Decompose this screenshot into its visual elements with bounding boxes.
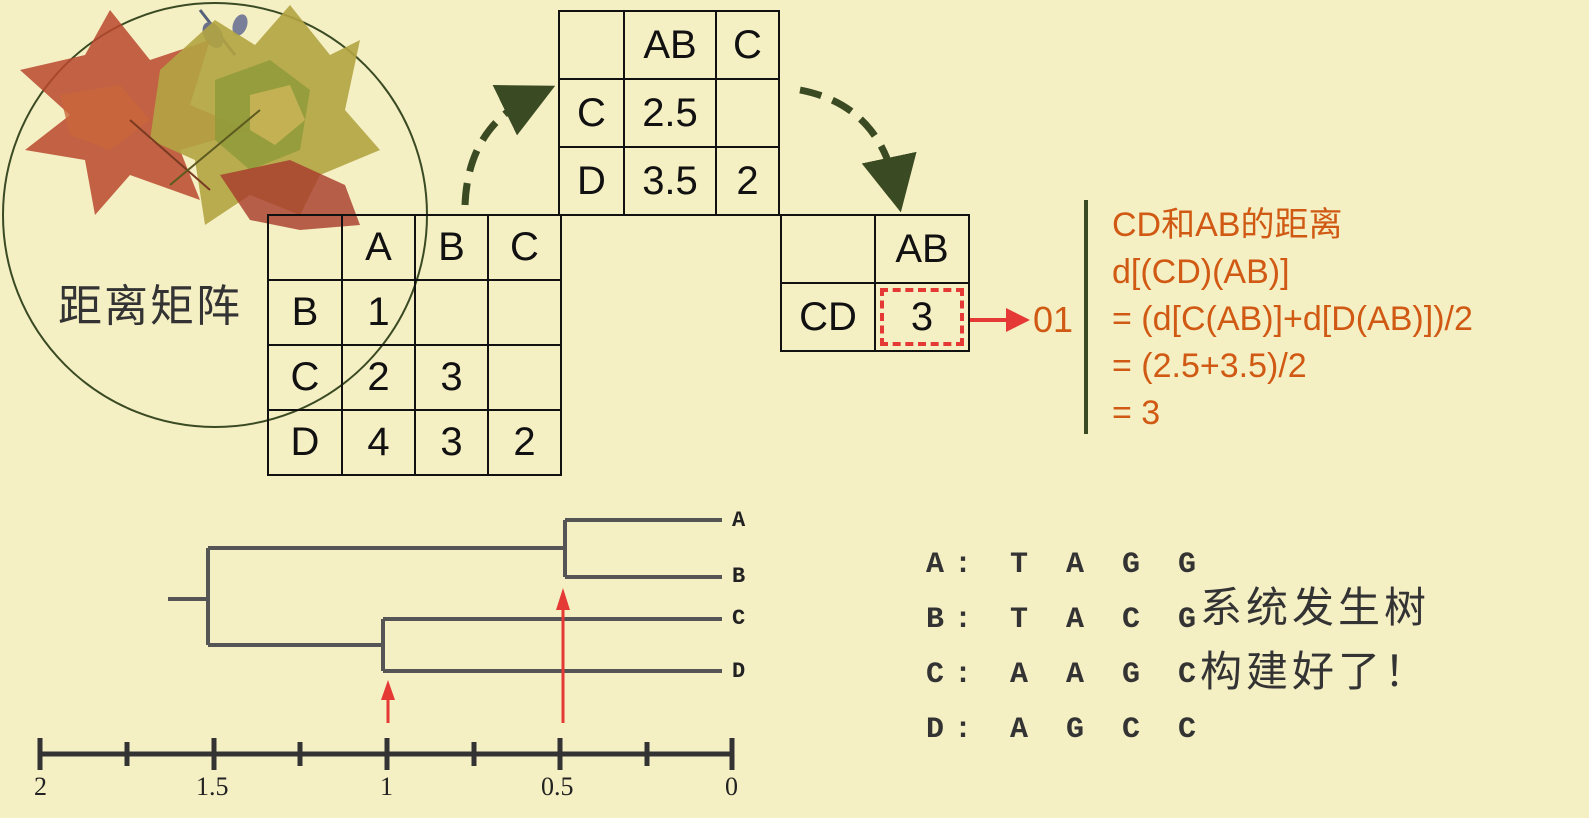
leaf-label-c: C <box>732 606 746 631</box>
page-title: 距离矩阵 <box>58 281 242 332</box>
sequence-row: D: A G C C <box>926 703 1206 758</box>
sequence-label: C: <box>926 658 983 692</box>
matrix-header-row: AB <box>780 214 970 284</box>
matrix-row: D 3.5 2 <box>558 146 780 216</box>
formula-block: CD和AB的距离 d[(CD)(AB)] = (d[C(AB)]+d[D(AB)… <box>1112 202 1473 437</box>
matrix-row: CD 3 <box>780 282 970 352</box>
matrix-cell <box>780 214 876 284</box>
matrix-cell: 3.5 <box>623 146 717 216</box>
distance-matrix-3: AB CD 3 <box>780 214 970 352</box>
sequence-value: T A C G <box>1010 603 1207 637</box>
distance-matrix-2: AB C C 2.5 D 3.5 2 <box>558 10 780 216</box>
matrix-cell <box>487 279 562 346</box>
sequence-row: C: A A G C <box>926 648 1206 703</box>
matrix-cell <box>558 10 625 80</box>
matrix-cell: D <box>558 146 625 216</box>
tick-label: 0.5 <box>541 772 574 801</box>
formula-line: d[(CD)(AB)] <box>1112 253 1290 291</box>
matrix-cell: B <box>414 214 489 281</box>
matrix-row: B 1 <box>267 279 562 346</box>
matrix-cell: D <box>267 409 343 476</box>
matrix-cell: 2.5 <box>623 78 717 148</box>
matrix-row: C 2.5 <box>558 78 780 148</box>
highlighted-cell: 3 <box>874 282 970 352</box>
tick-label: 0 <box>725 772 738 801</box>
note-line: 构建好了！ <box>1200 647 1431 696</box>
highlight-box <box>880 288 964 346</box>
formula-line: = 3 <box>1112 394 1161 432</box>
matrix-header-row: A B C <box>267 214 562 281</box>
matrix-row: D 4 3 2 <box>267 409 562 476</box>
node-arrow-cd-head <box>381 680 395 700</box>
sequence-row: A: T A G G <box>926 538 1206 593</box>
distance-matrix-1: A B C B 1 C 2 3 D 4 3 2 <box>267 214 562 476</box>
matrix-cell <box>487 344 562 411</box>
matrix-cell: A <box>341 214 416 281</box>
matrix-row: C 2 3 <box>267 344 562 411</box>
leaf-illustration <box>2 2 428 428</box>
matrix-cell <box>715 78 780 148</box>
sequence-label: B: <box>926 603 983 637</box>
matrix-cell: C <box>487 214 562 281</box>
matrix-cell: 2 <box>715 146 780 216</box>
sequence-label: D: <box>926 713 983 747</box>
tick-label: 1 <box>380 772 393 801</box>
sequence-row: B: T A C G <box>926 593 1206 648</box>
matrix-cell: C <box>715 10 780 80</box>
matrix-cell: B <box>267 279 343 346</box>
matrix-value: 3 <box>910 294 934 339</box>
matrix-cell: CD <box>780 282 876 352</box>
formula-line: CD和AB的距离 <box>1112 206 1343 244</box>
matrix-cell <box>414 279 489 346</box>
matrix-cell: 2 <box>341 344 416 411</box>
matrix-cell: 1 <box>341 279 416 346</box>
matrix-cell: 4 <box>341 409 416 476</box>
node-arrow-ab-head <box>556 588 570 610</box>
sequence-value: A A G C <box>1010 658 1207 692</box>
completion-note: 系统发生树 构建好了！ <box>1200 576 1430 704</box>
note-line: 系统发生树 <box>1200 583 1431 632</box>
matrix-cell: 3 <box>414 344 489 411</box>
sequence-value: T A G G <box>1010 548 1207 582</box>
leaf-label-b: B <box>732 564 746 589</box>
tick-label: 2 <box>34 772 47 801</box>
matrix-cell: C <box>558 78 625 148</box>
matrix-cell: 2 <box>487 409 562 476</box>
formula-line: = (d[C(AB)]+d[D(AB)])/2 <box>1112 300 1473 338</box>
tick-label: 1.5 <box>196 772 229 801</box>
sequence-list: A: T A G G B: T A C G C: A A G C D: A G … <box>926 538 1206 758</box>
matrix-cell: 3 <box>414 409 489 476</box>
arrow-to-matrix-2 <box>461 85 556 206</box>
leaf-label-d: D <box>732 659 746 684</box>
matrix-header-row: AB C <box>558 10 780 80</box>
sequence-label: A: <box>926 548 983 582</box>
leaf-label-a: A <box>732 508 746 533</box>
matrix-cell: C <box>267 344 343 411</box>
formula-line: = (2.5+3.5)/2 <box>1112 347 1307 385</box>
matrix-cell <box>267 214 343 281</box>
arrow-to-matrix-3 <box>799 86 917 213</box>
pointer-label: 01 <box>1033 299 1074 340</box>
sequence-value: A G C C <box>1010 713 1207 747</box>
matrix-cell: AB <box>623 10 717 80</box>
matrix-cell: AB <box>874 214 970 284</box>
